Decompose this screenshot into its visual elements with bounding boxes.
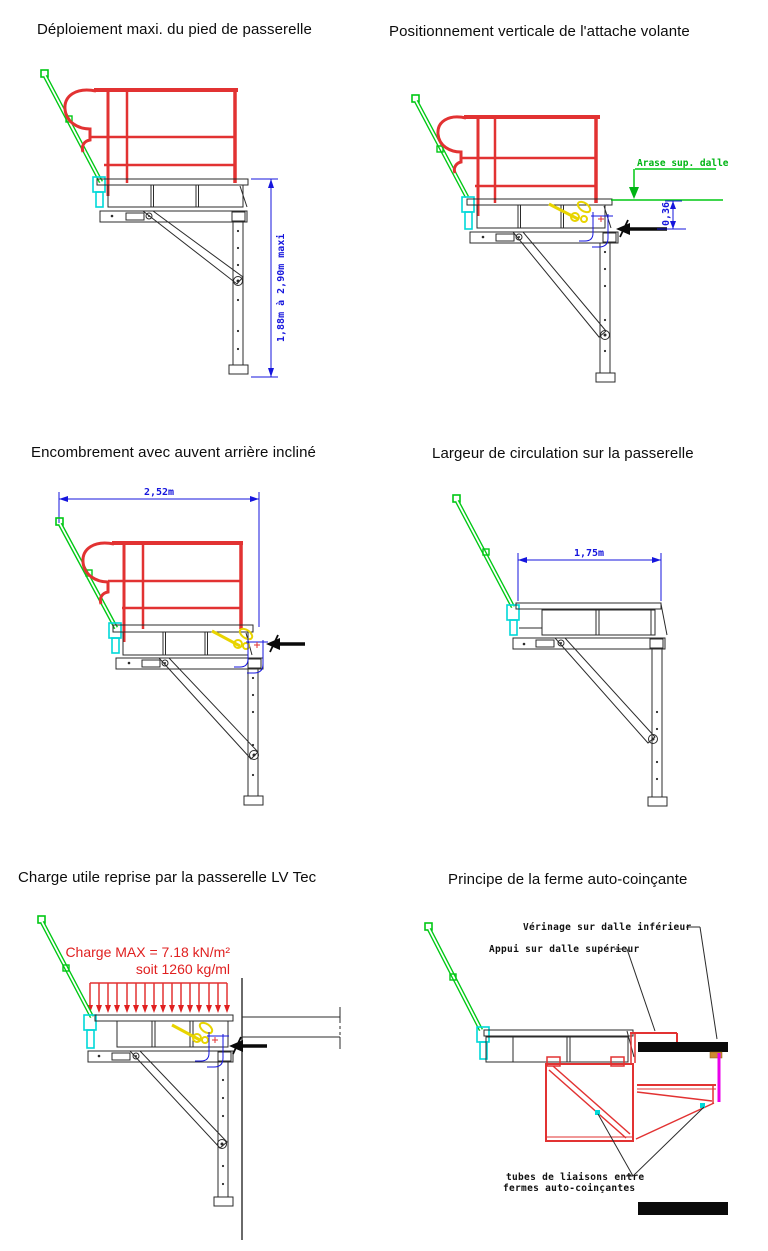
platform-structure xyxy=(96,178,249,375)
load-arrow-black xyxy=(229,1036,267,1055)
appui-label: Appui sur dalle supérieur xyxy=(489,944,640,955)
charge-soit-label: soit 1260 kg/ml xyxy=(136,961,230,977)
guardrail xyxy=(63,88,238,196)
flying-attach-hooks-blue xyxy=(234,638,268,674)
canopy-pole xyxy=(411,94,469,199)
verinage-label: Vérinage sur dalle inférieur xyxy=(523,922,692,933)
diagram-encombrement: 2,52m xyxy=(55,487,305,806)
tubes-label-line2: fermes auto-coinçantes xyxy=(503,1183,635,1194)
slab-top-reference: Arase sup. dalle xyxy=(611,158,729,201)
canopy-pole xyxy=(40,69,103,184)
diagram-largeur: 1,75m xyxy=(452,494,668,807)
width-dimension: 1,75m xyxy=(517,548,662,601)
attach-bracket-cyan xyxy=(506,604,520,636)
platform-structure xyxy=(483,1029,635,1063)
panel-title-charge: Charge utile reprise par la passerelle L… xyxy=(18,869,317,886)
dimension-label-width: 1,75m xyxy=(574,548,604,559)
attach-bracket-cyan xyxy=(476,1026,490,1060)
diagram-deploiement: 1,88m à 2,90m maxi xyxy=(40,69,287,378)
height-dimension: 1,88m à 2,90m maxi xyxy=(251,178,287,378)
guardrail xyxy=(436,115,600,216)
panel-title-ferme: Principe de la ferme auto-coinçante xyxy=(448,871,688,888)
arase-label: Arase sup. dalle xyxy=(637,158,729,169)
label-tubes: tubes de liaisons entre fermes auto-coin… xyxy=(503,1106,705,1194)
offset-dimension: 0,36 xyxy=(657,200,686,230)
panel-title-deploiement: Déploiement maxi. du pied de passerelle xyxy=(37,21,312,38)
diagram-charge: Charge MAX = 7.18 kN/m² soit 1260 kg/ml xyxy=(37,915,341,1240)
platform-structure xyxy=(512,602,668,807)
ratchet-tool-yellow xyxy=(211,627,254,650)
canopy-pole xyxy=(37,915,94,1019)
jack-orange xyxy=(709,1051,723,1059)
panel-title-largeur: Largeur de circulation sur la passerelle xyxy=(432,445,694,462)
dimension-label-height: 1,88m à 2,90m maxi xyxy=(275,234,287,342)
panel-title-positionnement: Positionnement verticale de l'attache vo… xyxy=(389,23,690,40)
charge-annotation: Charge MAX = 7.18 kN/m² soit 1260 kg/ml xyxy=(65,944,230,977)
overall-dimension: 2,52m xyxy=(58,487,260,627)
label-verinage: Vérinage sur dalle inférieur xyxy=(523,922,718,1040)
load-arrow-black xyxy=(266,634,305,653)
wall-and-slab-section xyxy=(241,978,341,1240)
canopy-pole xyxy=(452,494,515,609)
ratchet-tool-yellow xyxy=(548,200,592,223)
tubes-label-line1: tubes de liaisons entre xyxy=(506,1172,644,1183)
platform-structure xyxy=(466,198,619,383)
lower-slab xyxy=(638,1202,728,1215)
upper-slab xyxy=(638,1042,728,1102)
diagram-positionnement: Arase sup. dalle 0,36 xyxy=(411,94,729,383)
platform-structure xyxy=(112,624,264,806)
attach-bracket-cyan xyxy=(108,622,122,654)
self-wedging-truss-red xyxy=(545,1032,716,1142)
diagram-ferme: Vérinage sur dalle inférieur Appui sur d… xyxy=(424,922,728,1215)
panel-title-encombrement: Encombrement avec auvent arrière incliné xyxy=(31,444,316,461)
charge-max-label: Charge MAX = 7.18 kN/m² xyxy=(65,944,230,960)
platform-structure xyxy=(87,1014,234,1207)
label-appui: Appui sur dalle supérieur xyxy=(489,944,656,1032)
attach-bracket-cyan xyxy=(461,196,475,230)
dimension-label-offset: 0,36 xyxy=(661,202,672,226)
canopy-pole xyxy=(424,922,484,1032)
distributed-load-arrows xyxy=(87,982,230,1013)
attach-bracket-cyan xyxy=(83,1014,97,1049)
ratchet-tool-yellow xyxy=(171,1021,214,1044)
guardrail xyxy=(81,541,243,642)
flying-attach-hooks-blue xyxy=(195,1032,229,1068)
dimension-label-depth: 2,52m xyxy=(144,487,174,498)
flying-attach-hooks-blue xyxy=(579,212,613,248)
